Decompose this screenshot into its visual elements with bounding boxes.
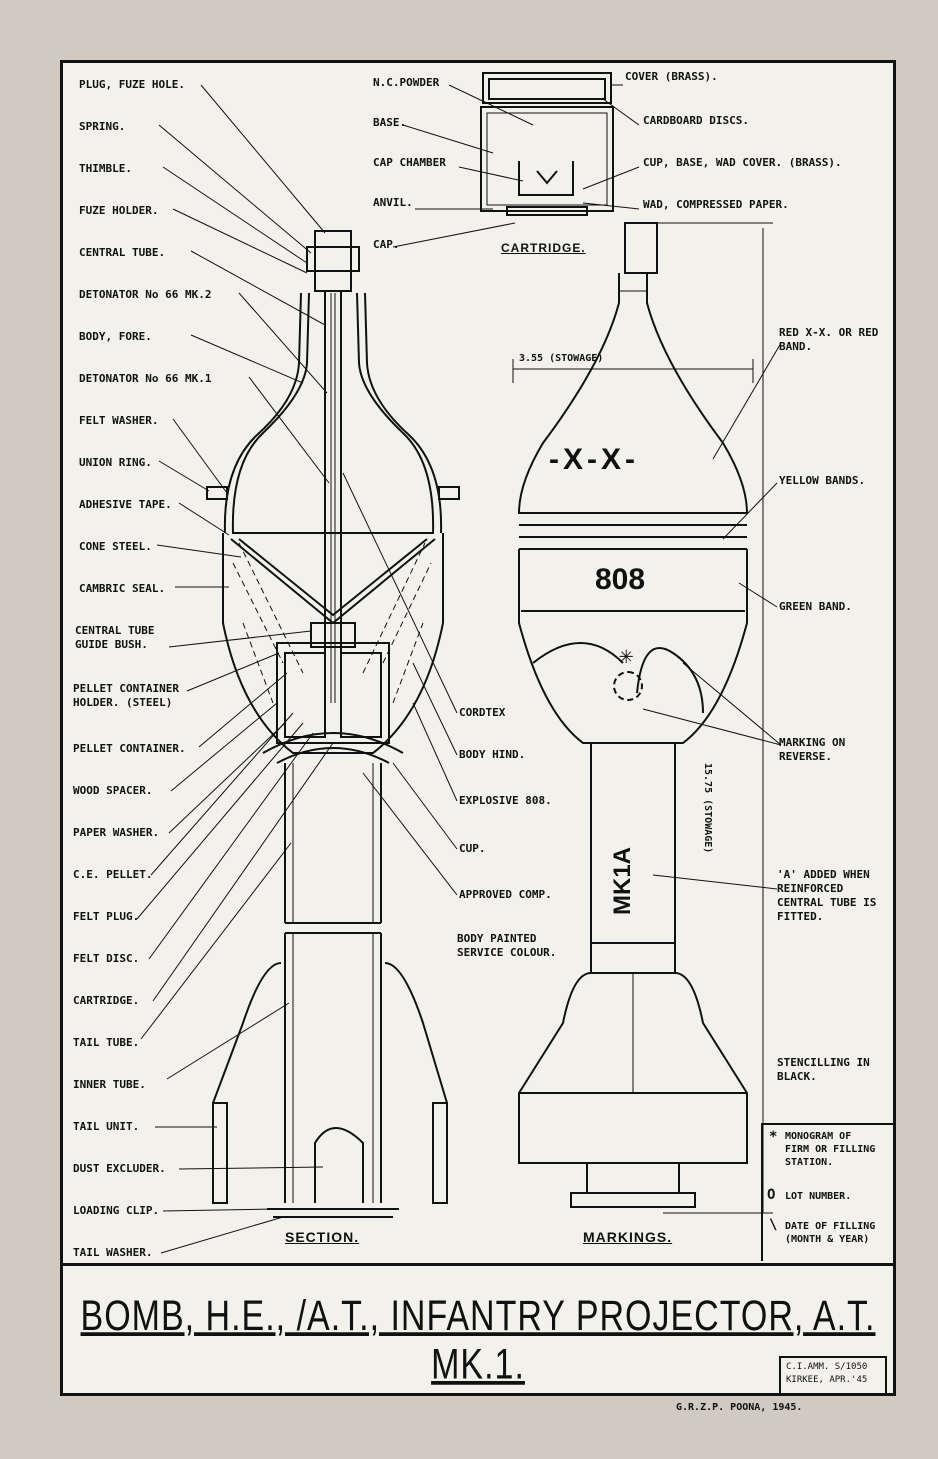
drawing-area: PLUG, FUZE HOLE. SPRING. THIMBLE. FUZE H… [63,63,893,1263]
label-stencilling-in: STENCILLING IN [777,1056,870,1069]
label-thimble: THIMBLE. [79,162,132,175]
label-detonator-mk2: DETONATOR No 66 MK.2 [79,288,212,301]
reference-line1: C.I.AMM. S/1050 [786,1362,868,1372]
label-body-hind: BODY HIND. [459,748,526,761]
reference-line2: KIRKEE, APR.'45 [786,1375,868,1385]
legend-box: * MONOGRAM OF FIRM OR FILLING STATION. O… [761,1123,893,1261]
label-central-tube: CENTRAL TUBE. [79,246,166,259]
label-explosive-808: EXPLOSIVE 808. [459,794,552,807]
label-holder-steel: HOLDER. (STEEL) [73,696,173,709]
label-cover-brass: COVER (BRASS). [625,70,718,83]
markings-bomb [517,222,749,1208]
label-central-tube-guide: CENTRAL TUBE [75,624,155,637]
label-service-colour: SERVICE COLOUR. [457,946,557,959]
label-central-tube-is: CENTRAL TUBE IS [777,896,877,909]
label-adhesive-tape: ADHESIVE TAPE. [79,498,172,511]
label-fuze-holder: FUZE HOLDER. [79,204,159,217]
label-cambric-seal: CAMBRIC SEAL. [79,582,166,595]
marking-808: 808 [595,563,646,596]
label-marking-on: MARKING ON [779,736,846,749]
label-nc-powder: N.C.POWDER [373,76,440,89]
label-anvil: ANVIL. [373,196,413,209]
legend-star-icon: * [769,1129,778,1145]
label-green-band: GREEN BAND. [779,600,852,613]
printer-credit: G.R.Z.P. POONA, 1945. [676,1402,803,1413]
label-tail-tube: TAIL TUBE. [73,1036,140,1049]
label-black: BLACK. [777,1070,817,1083]
label-plug-fuze-hole: PLUG, FUZE HOLE. [79,78,185,91]
label-cone-steel: CONE STEEL. [79,540,152,553]
label-felt-disc: FELT DISC. [73,952,140,965]
marking-red-x-band: -X-X- [549,443,639,476]
label-felt-plug: FELT PLUG. [73,910,140,923]
caption-section: SECTION. [285,1229,360,1245]
title-block: BOMB, H.E., /A.T., INFANTRY PROJECTOR, A… [63,1263,893,1396]
label-tail-unit: TAIL UNIT. [73,1120,140,1133]
dimension-length: 15.75 (STOWAGE) [702,763,713,854]
marking-mk1a: MK1A [609,846,636,915]
label-tail-washer: TAIL WASHER. [73,1246,153,1259]
label-body-painted: BODY PAINTED [457,932,537,945]
label-cup-base-wad-cover: CUP, BASE, WAD COVER. (BRASS). [643,156,842,169]
caption-cartridge: CARTRIDGE. [501,241,586,255]
label-fitted: FITTED. [777,910,824,923]
caption-markings: MARKINGS. [583,1229,673,1245]
label-reverse: REVERSE. [779,750,832,763]
drawing-title: BOMB, H.E., /A.T., INFANTRY PROJECTOR, A… [80,1292,876,1389]
label-red-x-x: RED X-X. OR RED [779,326,879,339]
label-cartridge: CARTRIDGE. [73,994,140,1007]
label-pellet-container-holder: PELLET CONTAINER [73,682,179,695]
label-cap-chamber: CAP CHAMBER [373,156,446,169]
label-pellet-container: PELLET CONTAINER. [73,742,186,755]
label-felt-washer: FELT WASHER. [79,414,159,427]
label-cordtex: CORDTEX [459,706,506,719]
technical-drawing [136,72,782,1254]
label-band: BAND. [779,340,813,353]
label-cap: CAP. [373,238,400,251]
label-yellow-bands: YELLOW BANDS. [779,474,866,487]
label-inner-tube: INNER TUBE. [73,1078,146,1091]
label-reinforced: REINFORCED [777,882,844,895]
legend-lot-number: LOT NUMBER. [785,1191,852,1202]
legend-slash-icon: \ [769,1217,778,1233]
label-ce-pellet: C.E. PELLET. [73,868,153,881]
section-bomb [206,230,460,1218]
label-guide-bush: GUIDE BUSH. [75,638,148,651]
dimension-width: 3.55 (STOWAGE) [519,353,604,364]
legend-date-line1: DATE OF FILLING [785,1221,876,1232]
label-a-added: 'A' ADDED WHEN [777,868,870,881]
legend-date-line2: (MONTH & YEAR) [785,1234,870,1245]
label-paper-washer: PAPER WASHER. [73,826,160,839]
label-approved-comp: APPROVED COMP. [459,888,552,901]
drawing-sheet: PLUG, FUZE HOLE. SPRING. THIMBLE. FUZE H… [60,60,896,1396]
label-cardboard-discs: CARDBOARD DISCS. [643,114,749,127]
label-cup: CUP. [459,842,486,855]
label-body-fore: BODY, FORE. [79,330,152,343]
reference-box: C.I.AMM. S/1050 KIRKEE, APR.'45 [779,1356,887,1396]
legend-monogram-line2: FIRM OR FILLING [785,1144,876,1155]
label-loading-clip: LOADING CLIP. [73,1204,160,1217]
legend-circle-icon: O [767,1187,776,1203]
legend-monogram-line3: STATION. [785,1157,834,1168]
monogram-star-icon: ✳ [619,641,634,669]
label-spring: SPRING. [79,120,126,133]
legend-monogram-line1: MONOGRAM OF [785,1131,852,1142]
label-base: BASE. [373,116,407,129]
label-union-ring: UNION RING. [79,456,152,469]
label-dust-excluder: DUST EXCLUDER. [73,1162,166,1175]
label-wood-spacer: WOOD SPACER. [73,784,153,797]
label-detonator-mk1: DETONATOR No 66 MK.1 [79,372,212,385]
cartridge-drawing [480,72,614,216]
lot-number-circle-icon [613,671,643,701]
label-wad-compressed-paper: WAD, COMPRESSED PAPER. [643,198,789,211]
